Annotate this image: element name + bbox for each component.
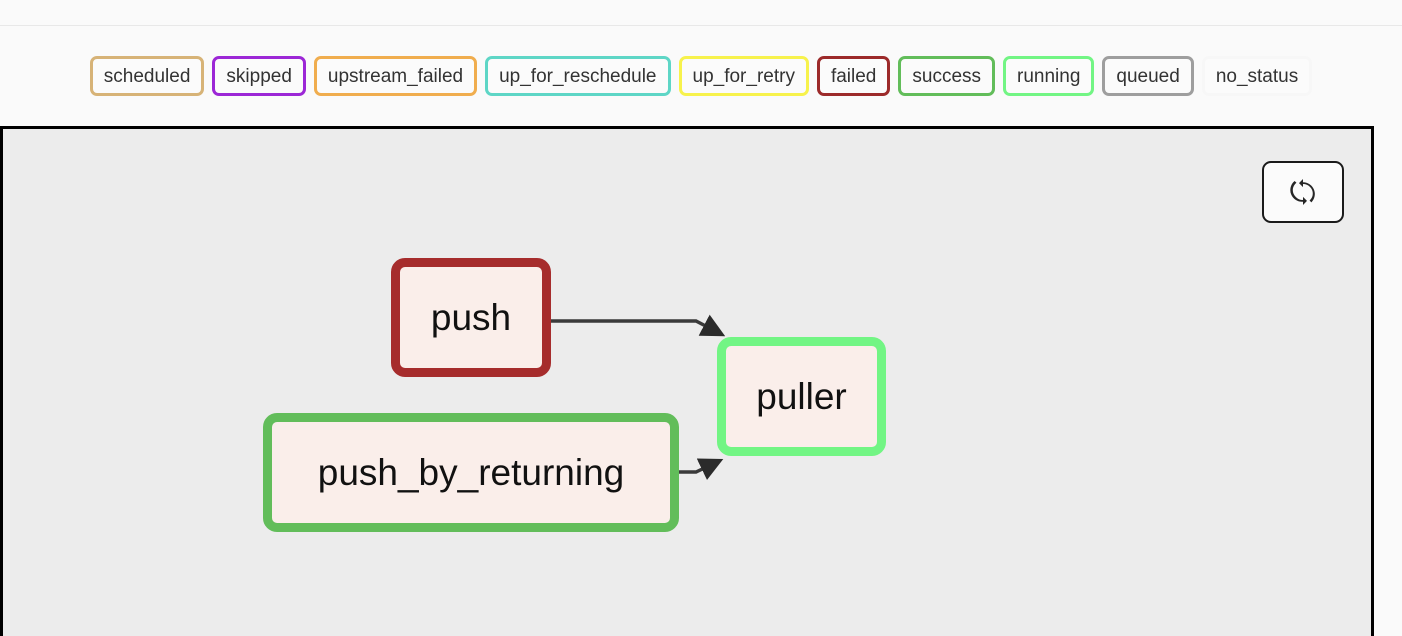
legend-badge-queued[interactable]: queued bbox=[1102, 56, 1194, 96]
graph-node-push-by-returning[interactable]: push_by_returning bbox=[263, 413, 679, 532]
graph-node-puller[interactable]: puller bbox=[717, 337, 886, 456]
task-status-legend: scheduled skipped upstream_failed up_for… bbox=[0, 26, 1402, 126]
legend-badge-up-for-retry[interactable]: up_for_retry bbox=[678, 56, 809, 96]
legend-badge-skipped[interactable]: skipped bbox=[212, 56, 306, 96]
top-divider bbox=[0, 25, 1402, 26]
legend-badge-upstream-failed[interactable]: upstream_failed bbox=[313, 56, 478, 96]
edge-push-by-returning-to-puller bbox=[679, 458, 724, 480]
legend-badge-up-for-reschedule[interactable]: up_for_reschedule bbox=[485, 56, 671, 96]
refresh-button[interactable] bbox=[1262, 161, 1344, 223]
refresh-icon bbox=[1288, 177, 1318, 207]
graph-node-push[interactable]: push bbox=[391, 258, 551, 377]
legend-badge-scheduled[interactable]: scheduled bbox=[89, 56, 205, 96]
graph-node-puller-label: puller bbox=[756, 376, 847, 417]
legend-badge-running[interactable]: running bbox=[1003, 56, 1095, 96]
legend-badge-success[interactable]: success bbox=[898, 56, 996, 96]
legend-badge-failed[interactable]: failed bbox=[816, 56, 891, 96]
edge-push-to-puller bbox=[551, 314, 726, 337]
graph-node-push-label: push bbox=[430, 297, 512, 338]
graph-edges bbox=[551, 314, 726, 480]
top-bar bbox=[0, 0, 1402, 26]
graph-node-push-by-returning-label: push_by_returning bbox=[317, 452, 625, 493]
graph-panel[interactable]: push push_by_returning puller bbox=[0, 126, 1374, 636]
legend-badge-no-status[interactable]: no_status bbox=[1201, 56, 1313, 96]
